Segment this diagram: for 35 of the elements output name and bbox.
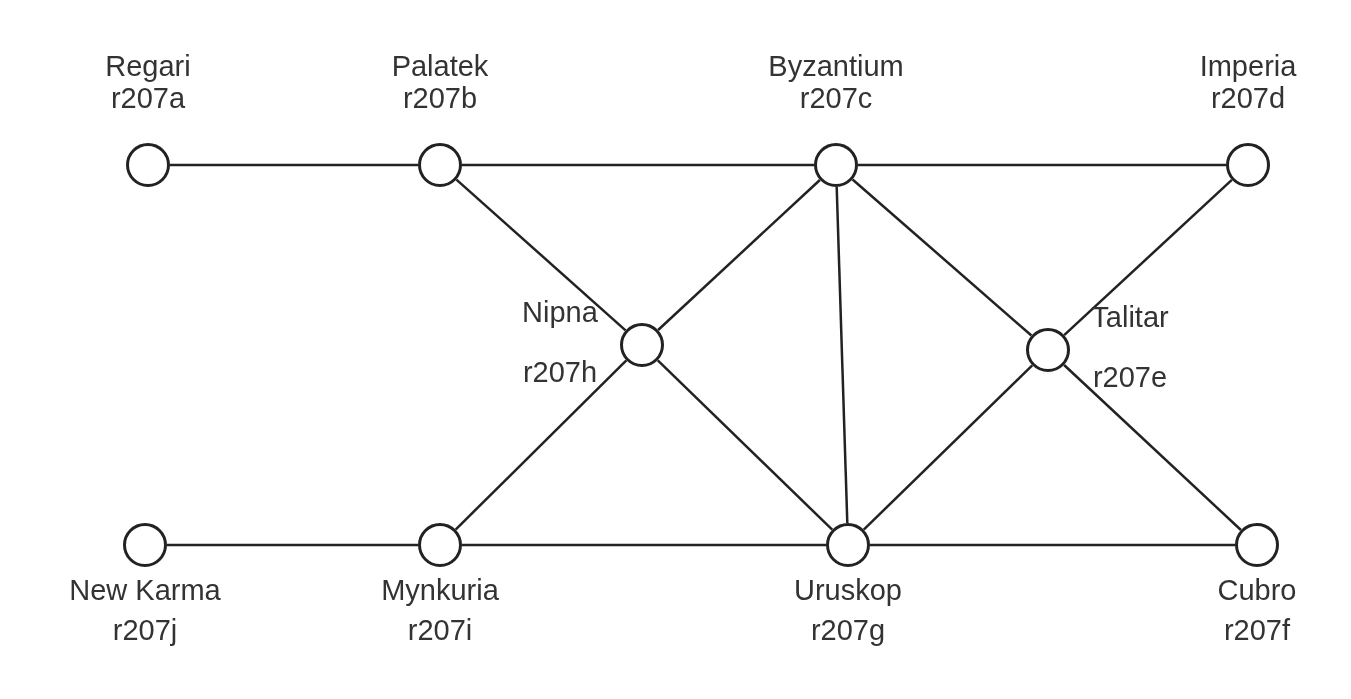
connector-line: [170, 163, 418, 167]
station-code: r207h: [522, 357, 598, 387]
station-name: Palatek: [391, 51, 489, 81]
connector-line: [167, 543, 418, 547]
station-code: r207g: [810, 615, 886, 645]
connector-line: [858, 163, 1226, 167]
station-code: r207b: [402, 83, 478, 113]
station-code: r207c: [799, 83, 873, 113]
station-name: Byzantium: [768, 51, 904, 81]
station-code: r207j: [112, 615, 178, 645]
station-name: New Karma: [69, 575, 221, 605]
connector-line: [862, 364, 1034, 531]
station-code: r207i: [407, 615, 473, 645]
connector-line: [462, 543, 826, 547]
station-name: Imperia: [1199, 51, 1297, 81]
station-code: r207e: [1092, 362, 1168, 392]
connector-line: [656, 359, 834, 531]
station-name: Nipna: [522, 297, 598, 327]
connector-line: [870, 543, 1235, 547]
station-code: r207d: [1210, 83, 1286, 113]
station-name: Talitar: [1091, 302, 1169, 332]
station-code: r207f: [1223, 615, 1291, 645]
connector-line: [835, 186, 849, 524]
connector-line: [657, 179, 821, 331]
connector-line: [462, 163, 814, 167]
station-name: Mynkuria: [381, 575, 499, 605]
connector-line: [851, 178, 1033, 337]
station-name: Cubro: [1217, 575, 1297, 605]
station-name: Uruskop: [794, 575, 902, 605]
station-code: r207a: [110, 83, 186, 113]
station-name: Regari: [105, 51, 191, 81]
connector-line: [1063, 179, 1233, 336]
connector-line: [455, 178, 627, 332]
connector-line: [1063, 364, 1242, 531]
connector-line: [454, 359, 628, 531]
